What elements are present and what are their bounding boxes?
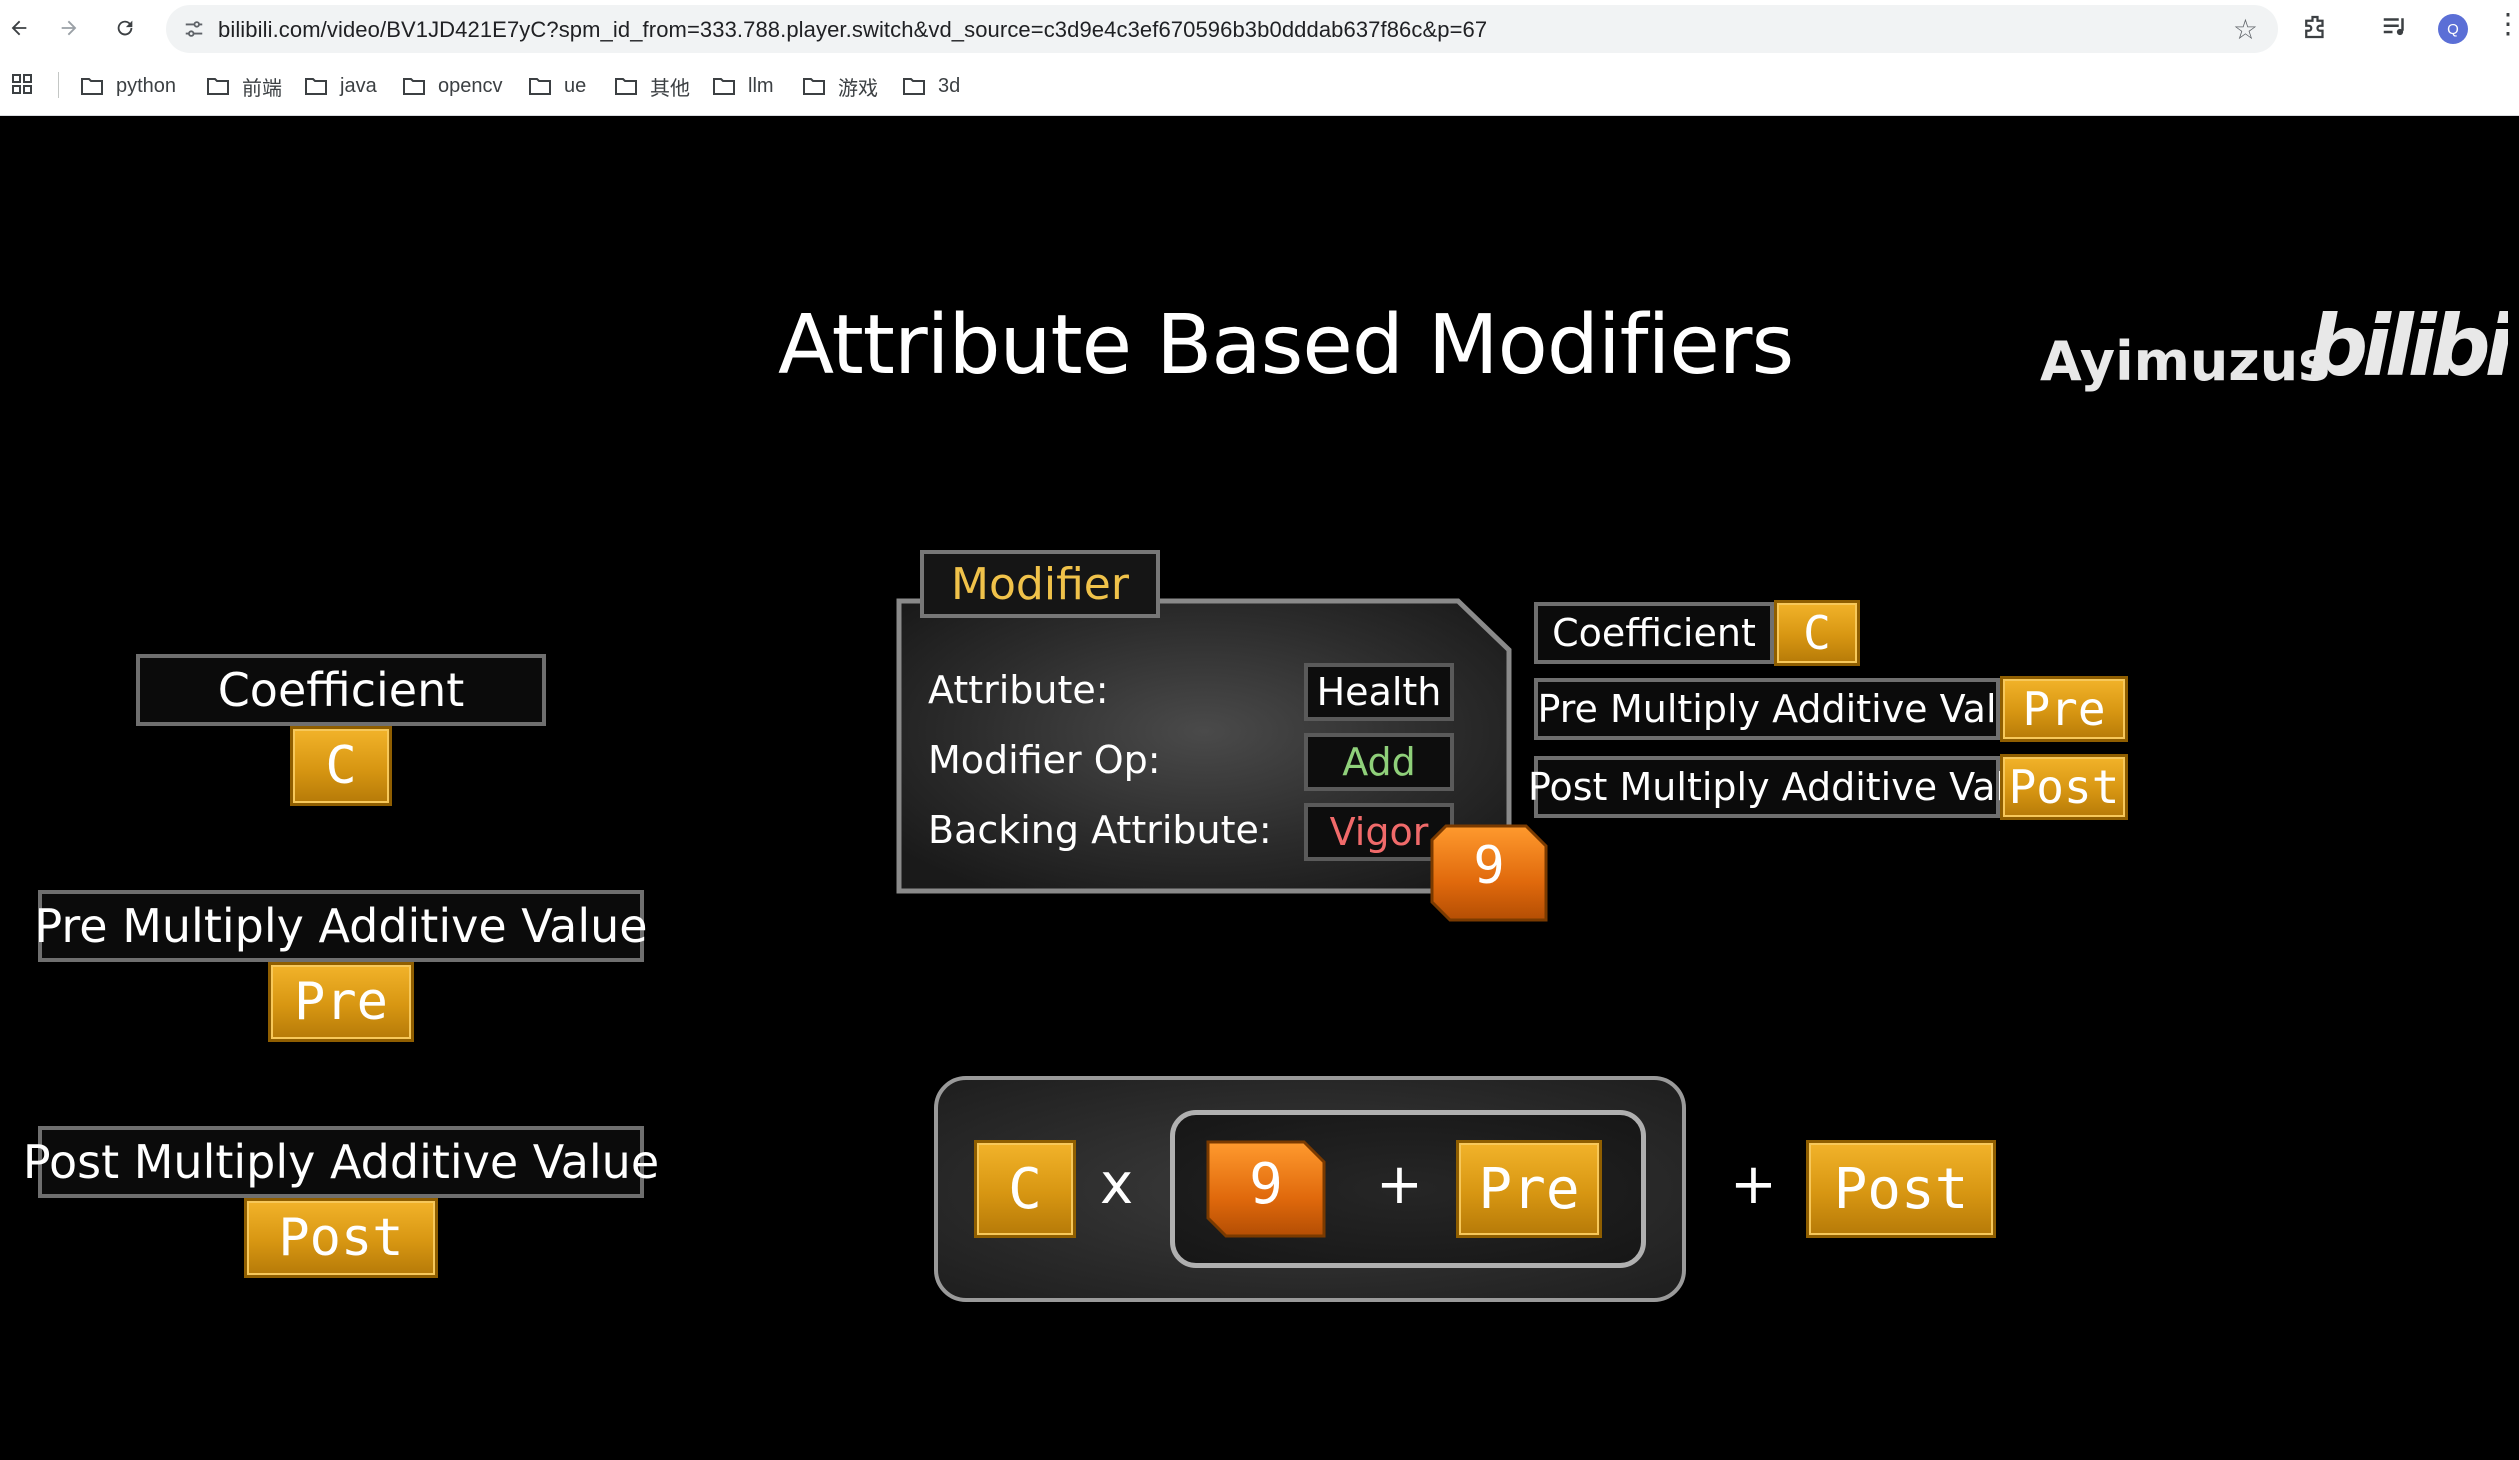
- bookmark-star-icon[interactable]: ☆: [2232, 13, 2258, 46]
- bookmark-label: 其他: [650, 77, 690, 100]
- modifier-op-label: Modifier Op:: [928, 738, 1161, 782]
- address-bar[interactable]: bilibili.com/video/BV1JD421E7yC?spm_id_f…: [166, 5, 2278, 53]
- bookmark-label: opencv: [438, 74, 503, 97]
- bookmarks-bar: python 前端 java opencv ue 其他 llm 游戏: [0, 66, 2519, 106]
- coefficient-chip: C: [290, 726, 392, 806]
- bookmark-folder-python[interactable]: python: [80, 70, 176, 102]
- modifier-tab: Modifier: [920, 550, 1160, 618]
- bookmark-label: java: [340, 74, 377, 97]
- coefficient-label: Coefficient: [136, 654, 546, 726]
- apps-grid-icon[interactable]: [10, 72, 36, 98]
- right-post-chip: Post: [2000, 754, 2128, 820]
- folder-icon: [81, 78, 103, 95]
- arrow-right-icon: [61, 20, 77, 36]
- bookmark-folder-3d[interactable]: 3d: [902, 70, 960, 102]
- svg-text:bilibili: bilibili: [2308, 297, 2508, 395]
- pre-multiply-label: Pre Multiply Additive Value: [34, 890, 648, 962]
- bookmark-label: python: [116, 74, 177, 97]
- bookmark-folder-frontend[interactable]: 前端: [206, 70, 282, 102]
- folder-icon: [529, 78, 551, 95]
- folder-icon: [803, 78, 825, 95]
- folder-icon: [713, 78, 735, 95]
- arrow-left-icon: [11, 20, 27, 36]
- back-button[interactable]: [4, 13, 34, 43]
- modifier-op-value: Add: [1304, 733, 1454, 791]
- attribute-value: Health: [1304, 663, 1454, 721]
- pre-chip: Pre: [268, 962, 414, 1042]
- reload-icon: [117, 20, 133, 36]
- formula-plus-outer: +: [1730, 1152, 1777, 1217]
- bookmark-folder-llm[interactable]: llm: [712, 70, 774, 102]
- folder-icon: [305, 78, 327, 95]
- media-control-icon[interactable]: [2380, 12, 2410, 42]
- formula-plus-inner: +: [1376, 1152, 1423, 1217]
- right-pre-chip: Pre: [2000, 676, 2128, 742]
- folder-icon: [615, 78, 637, 95]
- bookmark-label: 3d: [938, 74, 961, 97]
- formula-multiply-sign: x: [1100, 1152, 1134, 1217]
- forward-button[interactable]: [54, 13, 84, 43]
- kebab-menu-icon[interactable]: ⋮: [2494, 7, 2519, 40]
- attribute-label: Attribute:: [928, 668, 1109, 712]
- backing-attribute-label: Backing Attribute:: [928, 808, 1272, 852]
- site-info-icon[interactable]: [180, 15, 208, 43]
- bilibili-logo: bilibili: [2308, 297, 2508, 395]
- backing-value-text: 9: [1473, 836, 1505, 896]
- formula-coefficient-chip: C: [974, 1140, 1076, 1238]
- bookmark-folder-ue[interactable]: ue: [528, 70, 586, 102]
- folder-icon: [903, 78, 925, 95]
- post-chip: Post: [244, 1198, 438, 1278]
- bookmark-folder-opencv[interactable]: opencv: [402, 70, 503, 102]
- watermark-author: Ayimuzus: [2040, 330, 2331, 393]
- right-coefficient-chip: C: [1774, 600, 1860, 666]
- bookmark-label: 游戏: [838, 77, 878, 100]
- formula-backing-chip: [1206, 1140, 1326, 1238]
- formula-backing-text: 9: [1249, 1152, 1283, 1217]
- formula-pre-chip: Pre: [1456, 1140, 1602, 1238]
- bookmark-label: ue: [564, 74, 587, 97]
- reload-button[interactable]: [110, 13, 140, 43]
- bookmark-folder-games[interactable]: 游戏: [802, 70, 878, 102]
- bookmark-folder-other[interactable]: 其他: [614, 70, 690, 102]
- slide-title: Attribute Based Modifiers: [778, 298, 1794, 393]
- right-coefficient-label: Coefficient: [1534, 602, 1774, 664]
- extensions-icon[interactable]: [2300, 12, 2330, 42]
- bookmark-folder-java[interactable]: java: [304, 70, 377, 102]
- folder-icon: [403, 78, 425, 95]
- right-pre-label: Pre Multiply Additive Val: [1534, 678, 2000, 740]
- url-text[interactable]: bilibili.com/video/BV1JD421E7yC?spm_id_f…: [218, 17, 1488, 42]
- channel-watermark: Ayimuzus bilibili: [2040, 280, 2510, 400]
- bookmark-label: llm: [748, 74, 774, 97]
- bookmark-label: 前端: [242, 77, 282, 100]
- bookmarks-divider: [58, 72, 59, 98]
- post-multiply-label: Post Multiply Additive Value: [23, 1126, 659, 1198]
- formula-post-chip: Post: [1806, 1140, 1996, 1238]
- right-post-label: Post Multiply Additive Val: [1528, 756, 2006, 818]
- browser-chrome: bilibili.com/video/BV1JD421E7yC?spm_id_f…: [0, 0, 2519, 116]
- folder-icon: [207, 78, 229, 95]
- backing-value-chip: [1430, 824, 1548, 922]
- profile-avatar[interactable]: Q: [2438, 14, 2468, 44]
- backing-attribute-value: Vigor: [1304, 803, 1454, 861]
